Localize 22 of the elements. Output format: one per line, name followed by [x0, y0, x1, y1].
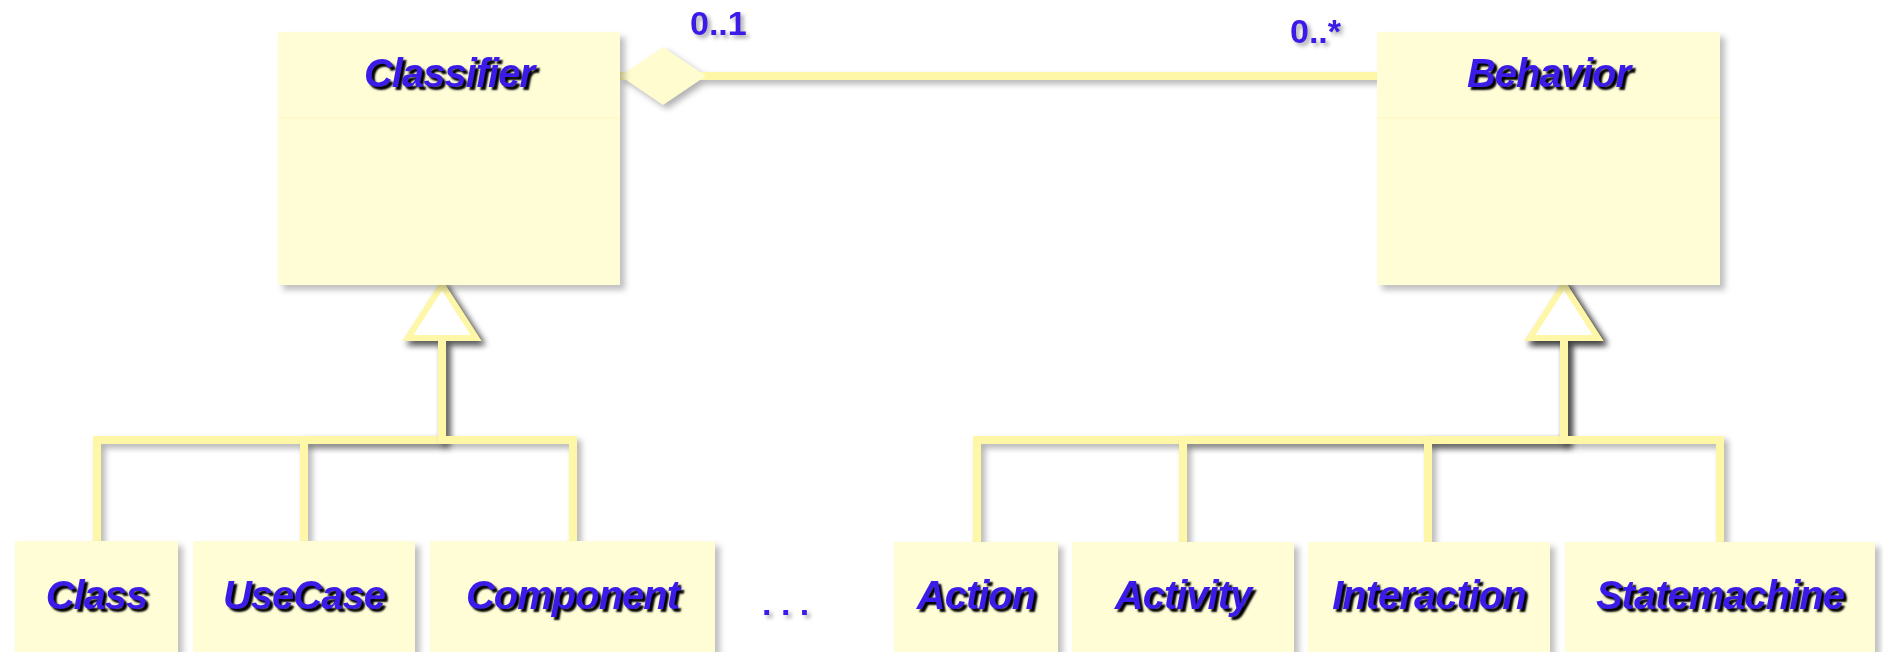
subclass-box [15, 541, 178, 652]
class-name: UseCase [222, 572, 386, 618]
ellipsis-text: . . . [762, 584, 810, 623]
multiplicity-label: 0..* [1290, 12, 1342, 51]
class-name: Classifier [362, 50, 538, 96]
subclass-box [1072, 542, 1294, 652]
aggregation-connector [620, 47, 1377, 105]
subclass-box [1565, 542, 1875, 652]
class-name: Action [915, 573, 1037, 618]
subclass-box [1308, 542, 1550, 652]
subclass-box [430, 541, 715, 652]
class-box [1377, 32, 1720, 285]
class-box [278, 32, 620, 285]
multiplicity-label: 0..1 [690, 4, 747, 43]
class-name: Interaction [1331, 573, 1527, 618]
subclass-box [193, 541, 415, 652]
class-name: Statemachine [1594, 573, 1846, 618]
class-name: Behavior [1465, 50, 1634, 96]
subclass-box [894, 542, 1058, 652]
class-name: Class [44, 572, 149, 618]
class-name: Activity [1113, 573, 1255, 618]
class-name: Component [464, 572, 683, 618]
